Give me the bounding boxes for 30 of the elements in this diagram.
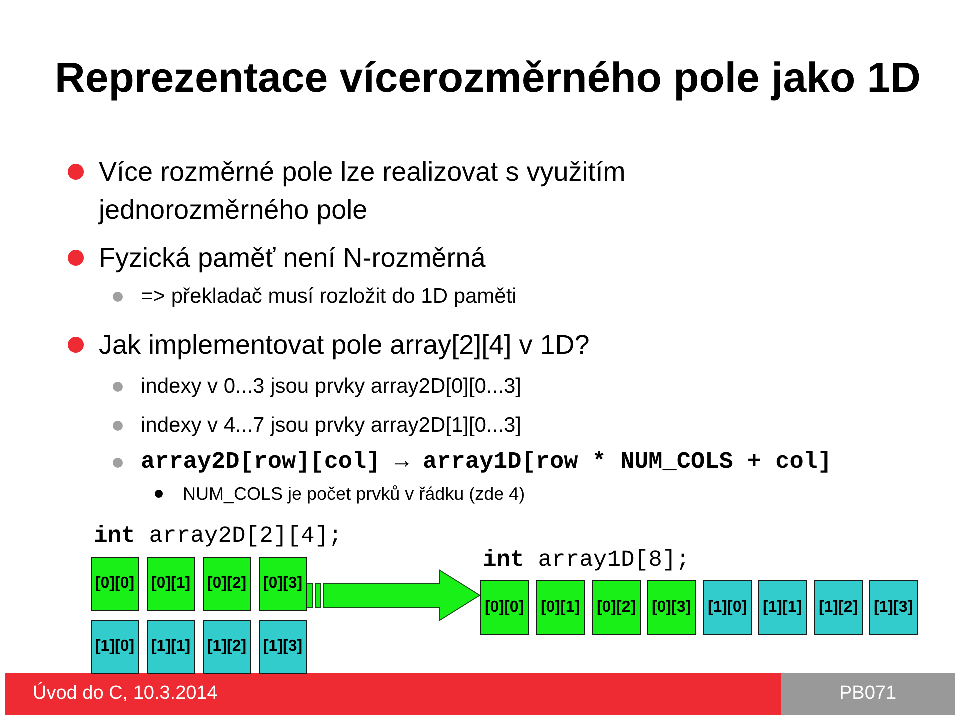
bullet-text: => překladač musí rozložit do 1D paměti (141, 284, 517, 310)
array-cell: [0][0] (480, 580, 529, 635)
array-cell: [1][2] (814, 580, 863, 635)
bullet-text: Fyzická paměť není N-rozměrná (99, 242, 486, 275)
array-cell: [0][2] (592, 580, 641, 635)
array-cell: [1][2] (203, 620, 251, 674)
bullet-text: indexy v 0...3 jsou prvky array2D[0][0...3] (141, 374, 522, 400)
code-line: array2D[row][col] → array1D[row * NUM_COLS + col] (141, 449, 832, 477)
bullet-text: Jak implementovat pole array[2][4] v 1D? (99, 329, 590, 362)
array-cell: [0][2] (203, 557, 251, 611)
slide-title: Reprezentace vícerozměrného pole jako 1D (55, 53, 921, 103)
array-cell: [0][3] (647, 580, 696, 635)
block-arrow (306, 570, 481, 622)
code-line: int array2D[2][4]; (94, 522, 342, 550)
array-cell: [0][3] (259, 557, 307, 611)
footer-text: Úvod do C, 10.3.2014 (33, 682, 218, 706)
bullet-text: Více rozměrné pole lze realizovat s využitím jednorozměrného pole (99, 156, 627, 227)
array-cell: [1][0] (703, 580, 752, 635)
array-cell: [0][1] (536, 580, 585, 635)
code-line: int array1D[8]; (483, 546, 690, 574)
array-cell: [1][0] (91, 620, 139, 674)
array-cell: [1][3] (869, 580, 918, 635)
footer-text: PB071 (838, 682, 898, 706)
bullet-text: NUM_COLS je počet prvků v řádku (zde 4) (183, 483, 526, 506)
array-cell: [1][1] (758, 580, 807, 635)
array-cell: [0][0] (91, 557, 139, 611)
array-cell: [1][1] (147, 620, 195, 674)
array-cell: [1][3] (259, 620, 307, 674)
bullet-text: indexy v 4...7 jsou prvky array2D[1][0...3] (141, 413, 522, 439)
array-cell: [0][1] (147, 557, 195, 611)
